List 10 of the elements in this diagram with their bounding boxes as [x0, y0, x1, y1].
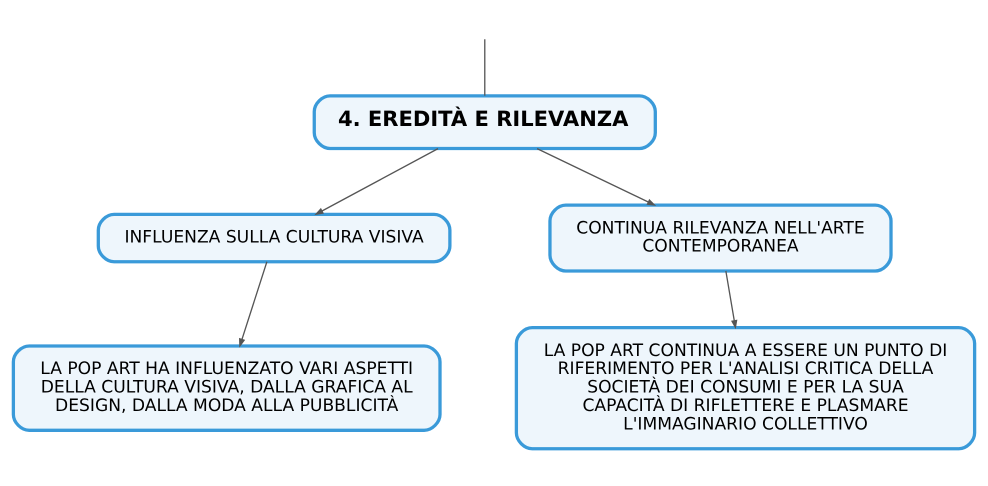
node-box: INFLUENZA SULLA CULTURA VISIVA	[96, 212, 452, 263]
arrow	[536, 148, 656, 206]
connector	[484, 38, 486, 96]
arrow	[314, 148, 438, 215]
node-box: CONTINUA RILEVANZA NELL'ARTE CONTEMPORANEA	[548, 202, 893, 272]
node-box: 4. EREDITÀ E RILEVANZA	[312, 94, 657, 150]
node-box: LA POP ART CONTINUA A ESSERE UN PUNTO DI RIFERIMENTO PER L'ANALISI CRITICA DELLA SOCIETÀ DEI CONSUMI E PER LA SUA CAPACITÀ DI RIFLETTERE E PLASMARE L'IMMAGINARIO COLLETTIVO	[514, 325, 976, 450]
node-box: LA POP ART HA INFLUENZATO VARI ASPETTI DELLA CULTURA VISIVA, DALLA GRAFICA AL DESIGN, DALLA MODA ALLA PUBBLICITÀ	[12, 344, 442, 432]
arrow	[239, 261, 268, 348]
arrow	[725, 270, 738, 329]
